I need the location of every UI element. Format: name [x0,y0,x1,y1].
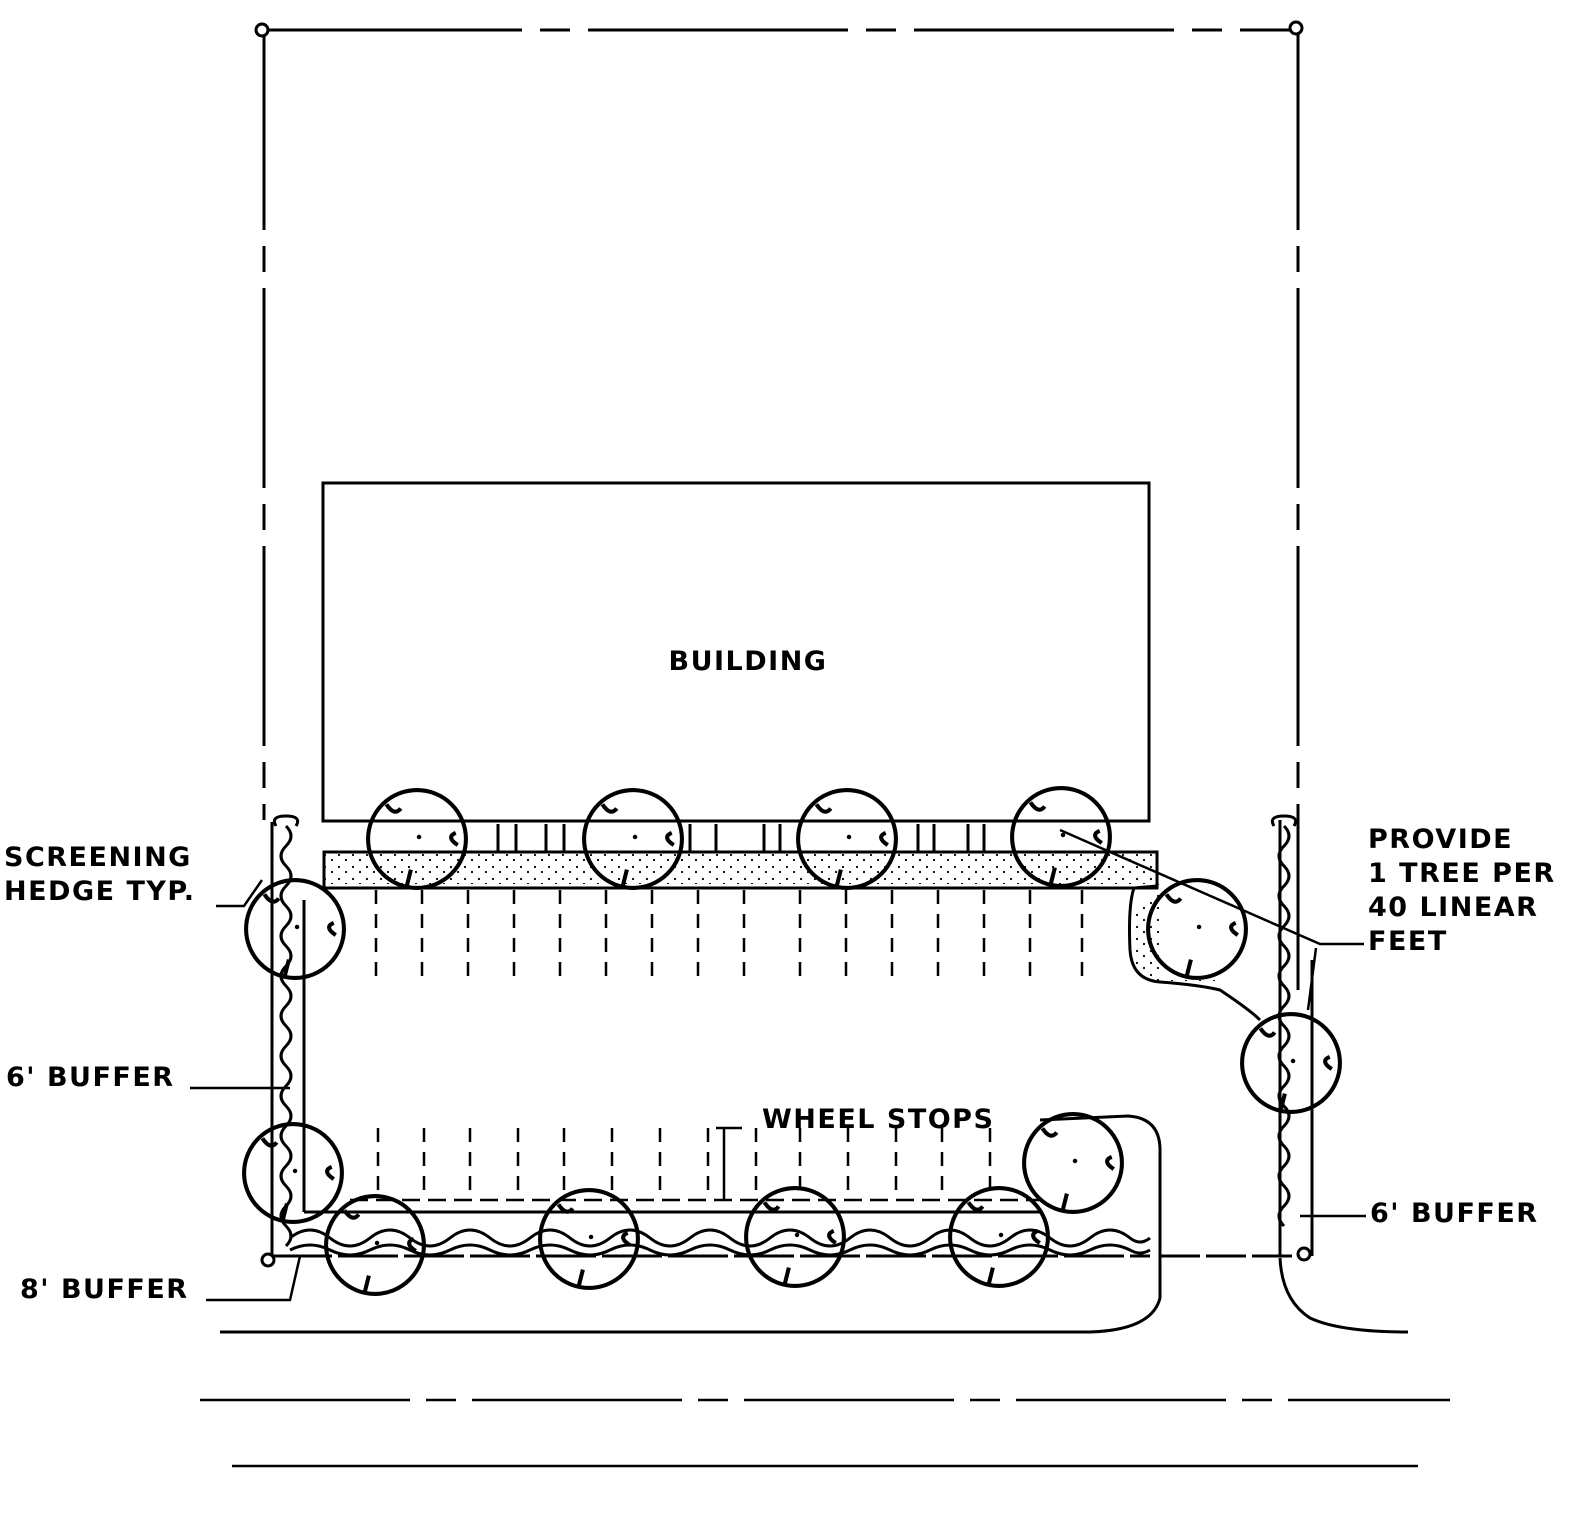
wheel-stops-label: WHEEL STOPS [762,1104,994,1135]
property-boundary [254,20,1312,1268]
annotations: SCREENING HEDGE TYP. 6' BUFFER 8' BUFFER… [4,824,1556,1305]
walkway-strip [322,824,1262,1022]
canopy-tree-icon [540,1190,638,1288]
leader-lines [190,828,1366,1302]
parking-lot-edges [220,820,1409,1334]
tree-rule-label-line4: FEET [1368,926,1448,957]
screening-hedge-label-line1: SCREENING [4,842,192,873]
canopy-tree-icon [244,1124,342,1222]
building-footprint [321,481,1151,823]
screening-hedge-label-line2: HEDGE TYP. [4,876,196,907]
canopy-tree-icon [1242,1014,1340,1112]
tree-rule-label-line1: PROVIDE [1368,824,1513,855]
canopy-tree-icon [1148,880,1246,978]
canopy-tree-icon [1024,1114,1122,1212]
canopy-tree-icon [746,1188,844,1286]
buffer-east-label: 6' BUFFER [1370,1198,1539,1229]
buffer-south-label: 8' BUFFER [20,1274,189,1305]
street [200,1330,1450,1468]
parking-stalls-lower [376,1128,992,1200]
buffer-west-label: 6' BUFFER [6,1062,175,1093]
screening-hedge [272,814,1298,1257]
parking-stalls-upper [374,890,1084,980]
building-label: BUILDING [669,646,828,677]
tree-rule-label-line3: 40 LINEAR [1368,892,1538,923]
canopy-tree-icon [246,880,344,978]
canopy-tree-icon [950,1188,1048,1286]
tree-rule-label-line2: 1 TREE PER [1368,858,1556,889]
